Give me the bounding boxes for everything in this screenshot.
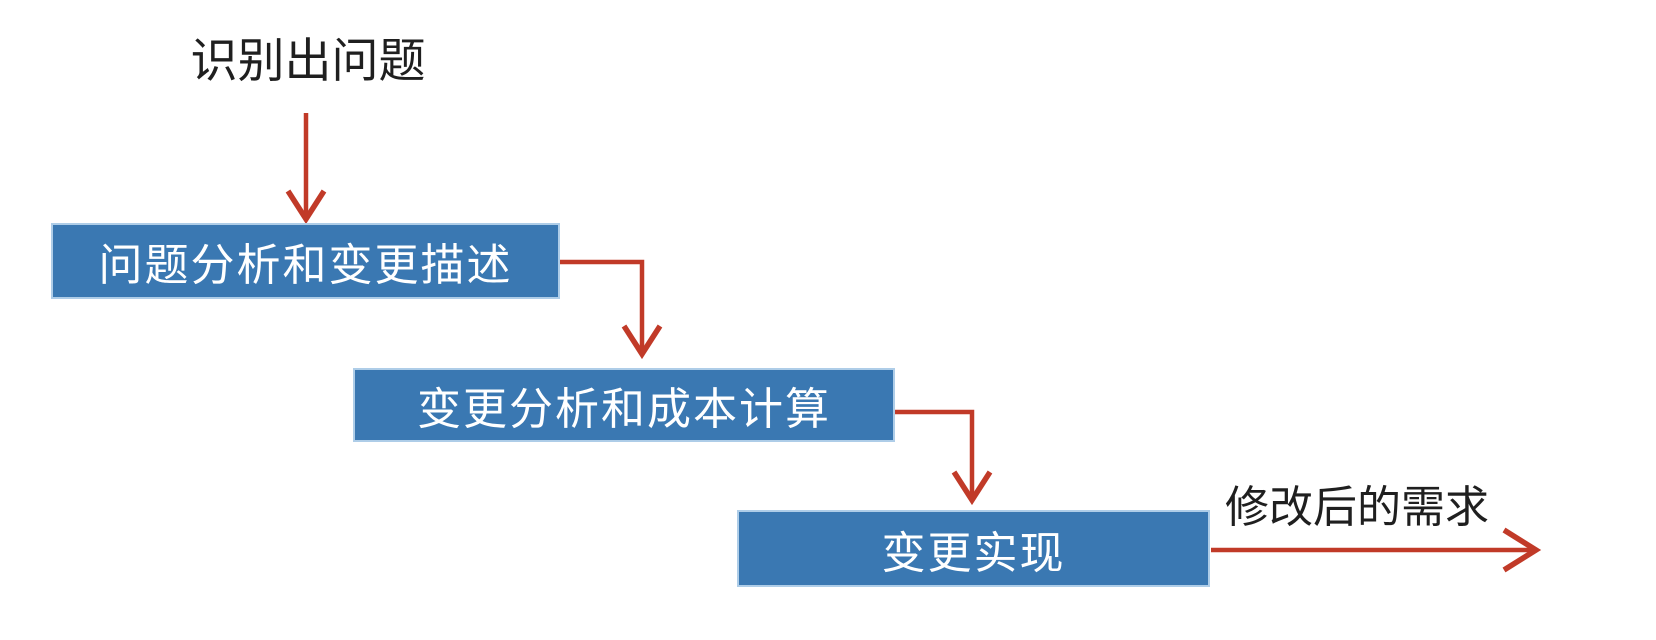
node-label: 问题分析和变更描述 [98,241,513,290]
arrow-cost-to-implementation-icon [895,409,993,506]
arrow-implementation-to-output-icon [1211,527,1542,573]
node-label: 变更分析和成本计算 [417,385,831,434]
node-change-analysis-and-cost-calculation: 变更分析和成本计算 [353,368,895,442]
end-label: 修改后的需求 [1225,483,1489,532]
node-label: 变更实现 [881,528,1066,578]
node-problem-analysis-and-change-description: 问题分析和变更描述 [51,223,560,299]
arrow-analysis-to-cost-icon [560,259,663,360]
arrow-identify-to-analysis-icon [285,113,327,225]
start-label: 识别出问题 [190,34,426,87]
node-change-implementation: 变更实现 [737,510,1210,587]
